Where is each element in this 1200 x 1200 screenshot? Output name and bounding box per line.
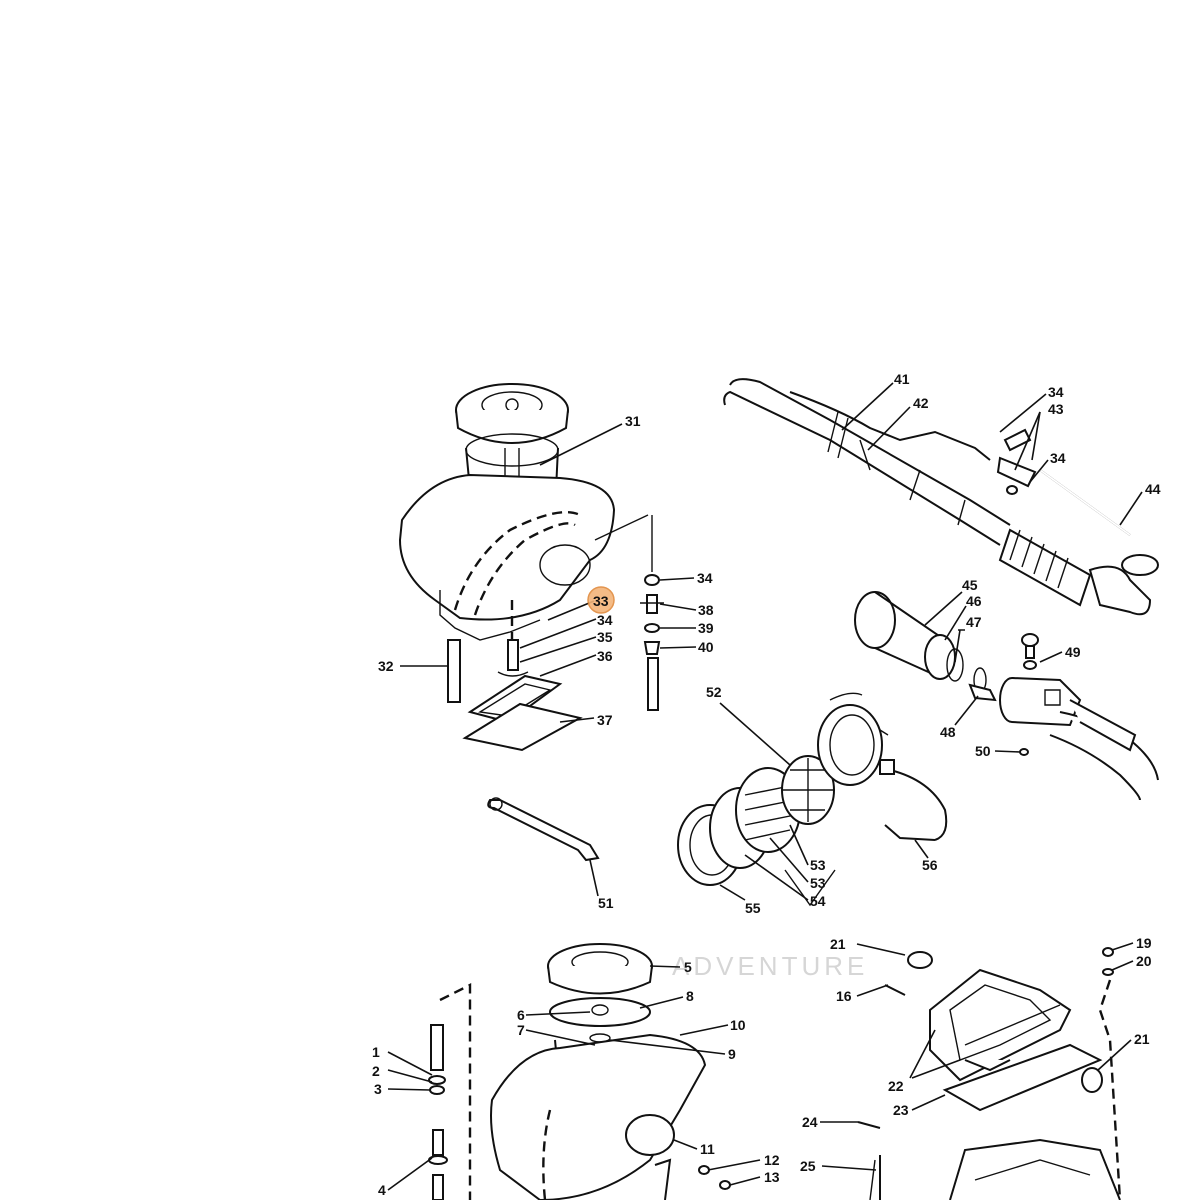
callout-54: 54 <box>810 893 826 909</box>
callout-1: 1 <box>372 1044 380 1060</box>
callout-6: 6 <box>517 1007 525 1023</box>
callout-43: 43 <box>1048 401 1064 417</box>
callout-32: 32 <box>378 658 394 674</box>
callout-21: 21 <box>830 936 846 952</box>
fan-assembly <box>854 591 1159 801</box>
highlight-marker <box>587 586 615 614</box>
callout-11: 11 <box>700 1141 715 1157</box>
callout-19: 19 <box>1136 935 1152 951</box>
wrench <box>487 797 600 862</box>
callout-52: 52 <box>706 684 722 700</box>
callout-38: 38 <box>698 602 714 618</box>
callout-34: 34 <box>697 570 713 586</box>
callout-5: 5 <box>684 959 692 975</box>
callout-9: 9 <box>728 1046 736 1062</box>
callout-13: 13 <box>764 1169 780 1185</box>
frame-assembly <box>857 947 1122 1200</box>
callout-31: 31 <box>625 413 641 429</box>
callout-41: 41 <box>894 371 910 387</box>
tank-assembly-lower <box>428 943 731 1200</box>
callout-12: 12 <box>764 1152 780 1168</box>
callout-4: 4 <box>378 1182 386 1198</box>
callout-39: 39 <box>698 620 714 636</box>
callout-40: 40 <box>698 639 714 655</box>
callout-53: 53 <box>810 875 826 891</box>
callout-21: 21 <box>1134 1031 1150 1047</box>
blower-hose <box>723 378 1159 616</box>
tank-assembly-upper <box>398 383 664 752</box>
callout-7: 7 <box>517 1022 525 1038</box>
callout-46: 46 <box>966 593 982 609</box>
callout-23: 23 <box>893 1102 909 1118</box>
callout-55: 55 <box>745 900 761 916</box>
leader-lines <box>387 382 1143 1191</box>
callout-50: 50 <box>975 743 991 759</box>
callout-24: 24 <box>802 1114 818 1130</box>
callout-22: 22 <box>888 1078 904 1094</box>
callout-47: 47 <box>966 614 982 630</box>
callout-35: 35 <box>597 629 613 645</box>
callout-20: 20 <box>1136 953 1152 969</box>
callout-34: 34 <box>1050 450 1066 466</box>
callout-16: 16 <box>836 988 852 1004</box>
callout-34: 34 <box>1048 384 1064 400</box>
callout-49: 49 <box>1065 644 1081 660</box>
callout-3: 3 <box>374 1081 382 1097</box>
callout-53: 53 <box>810 857 826 873</box>
callout-42: 42 <box>913 395 929 411</box>
callout-33: 33 <box>593 593 609 609</box>
callout-34: 34 <box>597 612 613 628</box>
callout-37: 37 <box>597 712 613 728</box>
callout-labels: 31 32 33 34 34 35 36 37 38 39 40 41 42 3… <box>372 371 1161 1198</box>
fan-case <box>677 692 948 886</box>
callout-48: 48 <box>940 724 956 740</box>
callout-10: 10 <box>730 1017 746 1033</box>
callout-44: 44 <box>1145 481 1161 497</box>
callout-45: 45 <box>962 577 978 593</box>
watermark: ADVENTURE <box>672 869 868 981</box>
callout-8: 8 <box>686 988 694 1004</box>
callout-25: 25 <box>800 1158 816 1174</box>
callout-51: 51 <box>598 895 614 911</box>
watermark-text: ADVENTURE <box>672 951 868 981</box>
callout-2: 2 <box>372 1063 380 1079</box>
callout-56: 56 <box>922 857 938 873</box>
callout-36: 36 <box>597 648 613 664</box>
